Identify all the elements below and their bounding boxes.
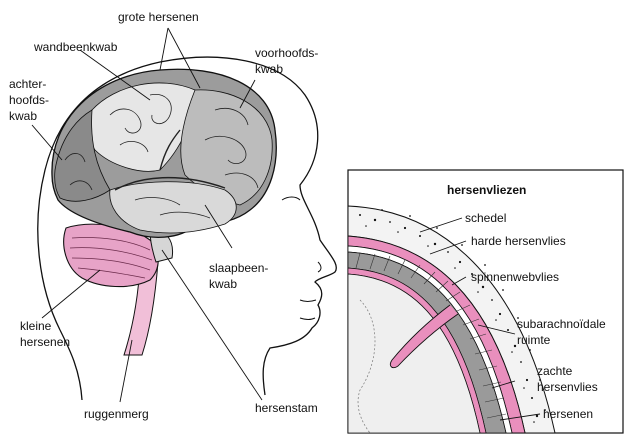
label-voorhoofdskwab-1: voorhoofds- (255, 46, 318, 60)
label-kleine-hersenen-2: hersenen (20, 335, 70, 349)
label-spinnenwebvlies: spinnenwebvlies (471, 270, 559, 284)
label-achterhoofdskwab-1: achter- (9, 77, 46, 91)
label-achterhoofdskwab-2: hoofds- (9, 93, 49, 107)
inset-title: hersenvliezen (447, 183, 526, 197)
label-achterhoofdskwab-3: kwab (9, 109, 37, 123)
label-harde-hersenvlies: harde hersenvlies (471, 234, 566, 248)
label-slaapbeenkwab-2: kwab (209, 277, 237, 291)
label-kleine-hersenen-1: kleine (20, 319, 52, 333)
label-hersenen: hersenen (543, 407, 593, 421)
label-grote-hersenen: grote hersenen (118, 10, 199, 24)
head-illustration: grote hersenen wandbeenkwab voorhoofds- … (9, 10, 336, 421)
meninges-inset: hersenvliezen schedel harde hersenvlies … (348, 170, 623, 433)
label-zachte-1: zachte (537, 364, 573, 378)
label-wandbeenkwab: wandbeenkwab (33, 40, 118, 54)
label-subarachnoidale-2: ruimte (517, 333, 551, 347)
label-voorhoofdskwab-2: kwab (255, 62, 283, 76)
label-hersenstam: hersenstam (255, 401, 318, 415)
label-subarachnoidale-1: subarachnoïdale (517, 317, 606, 331)
label-ruggenmerg: ruggenmerg (84, 407, 149, 421)
label-zachte-2: hersenvlies (537, 380, 598, 394)
eye-icon (282, 197, 300, 200)
label-slaapbeenkwab-1: slaapbeen- (209, 261, 268, 275)
label-schedel: schedel (465, 211, 506, 225)
